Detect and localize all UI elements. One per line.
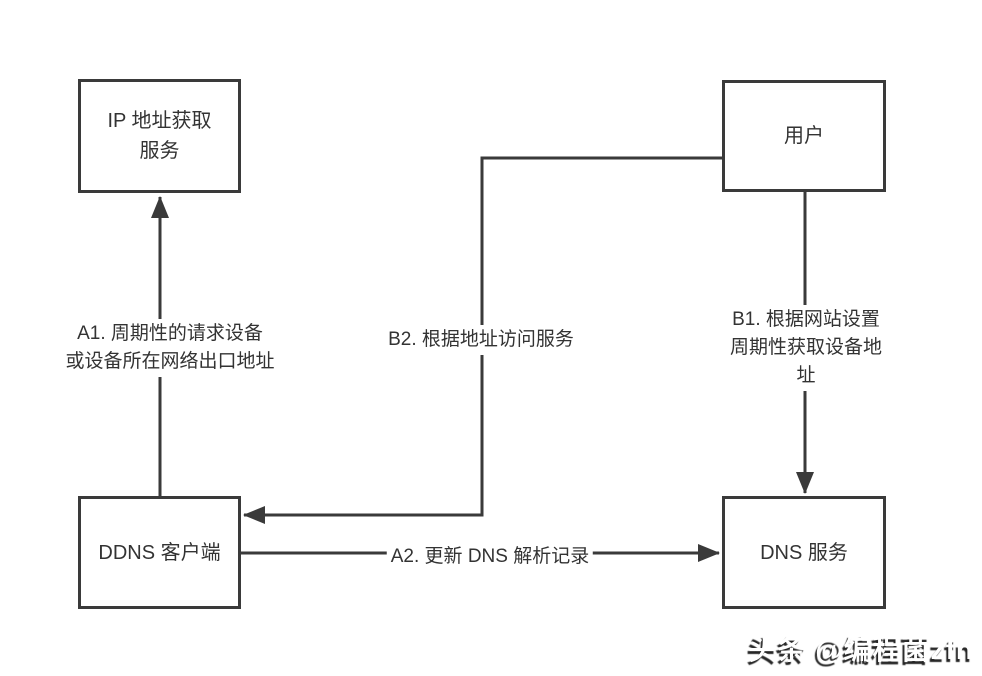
toutiao-watermark: 头条 @编程菌zfn <box>748 634 974 665</box>
node-ddns-client: DDNS 客户端 <box>78 496 241 609</box>
edge-label-b1: B1. 根据网站设置 周期性获取设备地址 <box>718 305 894 391</box>
edge-label-a1: A1. 周期性的请求设备 或设备所在网络出口地址 <box>61 319 279 377</box>
edge-label-b2: B2. 根据地址访问服务 <box>384 325 578 355</box>
edge-label-a2: A2. 更新 DNS 解析记录 <box>386 542 594 572</box>
node-user: 用户 <box>722 80 886 192</box>
node-dns-service: DNS 服务 <box>722 496 886 609</box>
node-ip-address-service: IP 地址获取 服务 <box>78 79 241 193</box>
